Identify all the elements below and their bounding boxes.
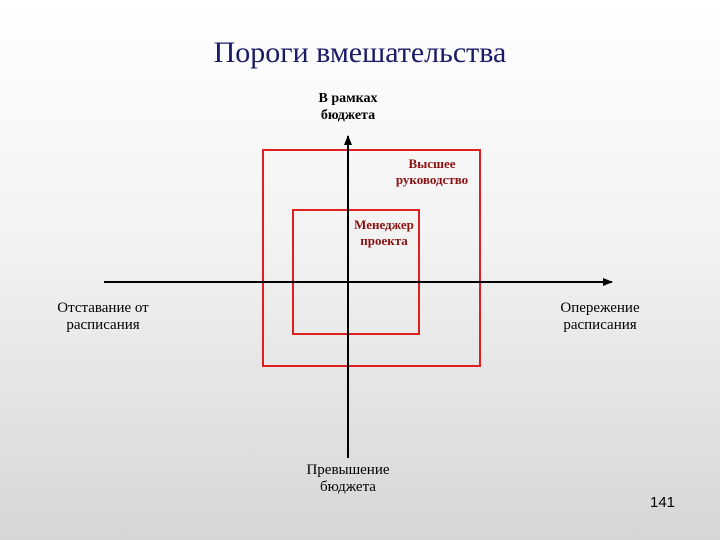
page-number: 141 [650,494,676,511]
outer-zone-box [262,149,481,367]
axis-label-top: В рамках бюджета [318,91,378,123]
slide-title: Пороги вмешательства [213,36,507,69]
axis-label-left: Отставание от расписания [57,300,149,333]
axis-label-bottom: Превышение бюджета [306,462,390,495]
zone-label-inner: Менеджер проекта [354,217,414,248]
axis-label-right: Опережение расписания [560,300,640,333]
zone-label-outer: Высшее руководство [395,156,469,187]
inner-zone-box [292,209,420,335]
